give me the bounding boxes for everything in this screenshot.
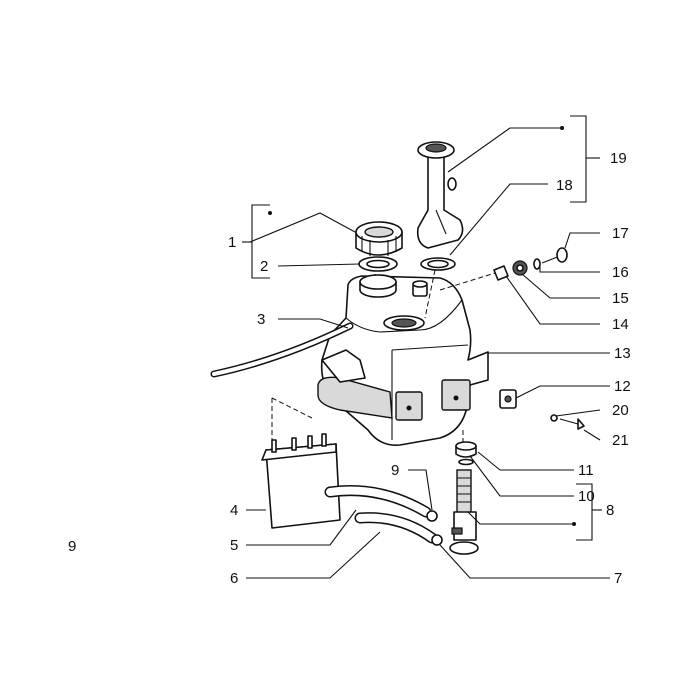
label-19: 19 bbox=[610, 150, 627, 167]
label-16: 16 bbox=[612, 264, 629, 281]
hose-clip-lower bbox=[431, 534, 443, 546]
filler-cap bbox=[355, 221, 403, 256]
label-12: 12 bbox=[614, 378, 631, 395]
bracket-19 bbox=[570, 115, 587, 203]
tap-nut bbox=[455, 441, 477, 466]
label-13: 13 bbox=[614, 345, 631, 362]
label-17: 17 bbox=[612, 225, 629, 242]
small-screw bbox=[550, 414, 585, 430]
heat-shield-plate bbox=[261, 433, 341, 529]
cap-gasket bbox=[358, 256, 398, 272]
label-20: 20 bbox=[612, 402, 629, 419]
label-3: 3 bbox=[257, 311, 265, 328]
fuel-hose-lower bbox=[354, 512, 438, 544]
filler-tube bbox=[416, 141, 464, 271]
assembly-line-shield bbox=[271, 397, 313, 440]
page-number: 9 bbox=[68, 538, 77, 555]
hose-clip-upper bbox=[426, 510, 438, 522]
assembly-line-filler bbox=[424, 269, 436, 319]
label-11: 11 bbox=[578, 462, 594, 479]
clip-nut bbox=[499, 389, 517, 409]
label-5: 5 bbox=[230, 537, 238, 554]
label-10: 10 bbox=[578, 488, 595, 505]
label-7: 7 bbox=[614, 570, 622, 587]
label-1: 1 bbox=[228, 234, 236, 251]
fuel-tank bbox=[317, 274, 489, 447]
label-4: 4 bbox=[230, 502, 238, 519]
screw-assembly bbox=[493, 247, 568, 281]
bracket-8 bbox=[576, 483, 593, 541]
fuel-hose-upper bbox=[324, 485, 432, 518]
label-6: 6 bbox=[230, 570, 238, 587]
label-8: 8 bbox=[606, 502, 614, 519]
label-15: 15 bbox=[612, 290, 629, 307]
label-21: 21 bbox=[612, 432, 629, 449]
label-9: 9 bbox=[391, 462, 399, 479]
assembly-line-screw bbox=[439, 269, 506, 291]
fuel-tap bbox=[449, 469, 479, 555]
label-14: 14 bbox=[612, 316, 629, 333]
label-2: 2 bbox=[260, 258, 268, 275]
label-18: 18 bbox=[556, 177, 573, 194]
